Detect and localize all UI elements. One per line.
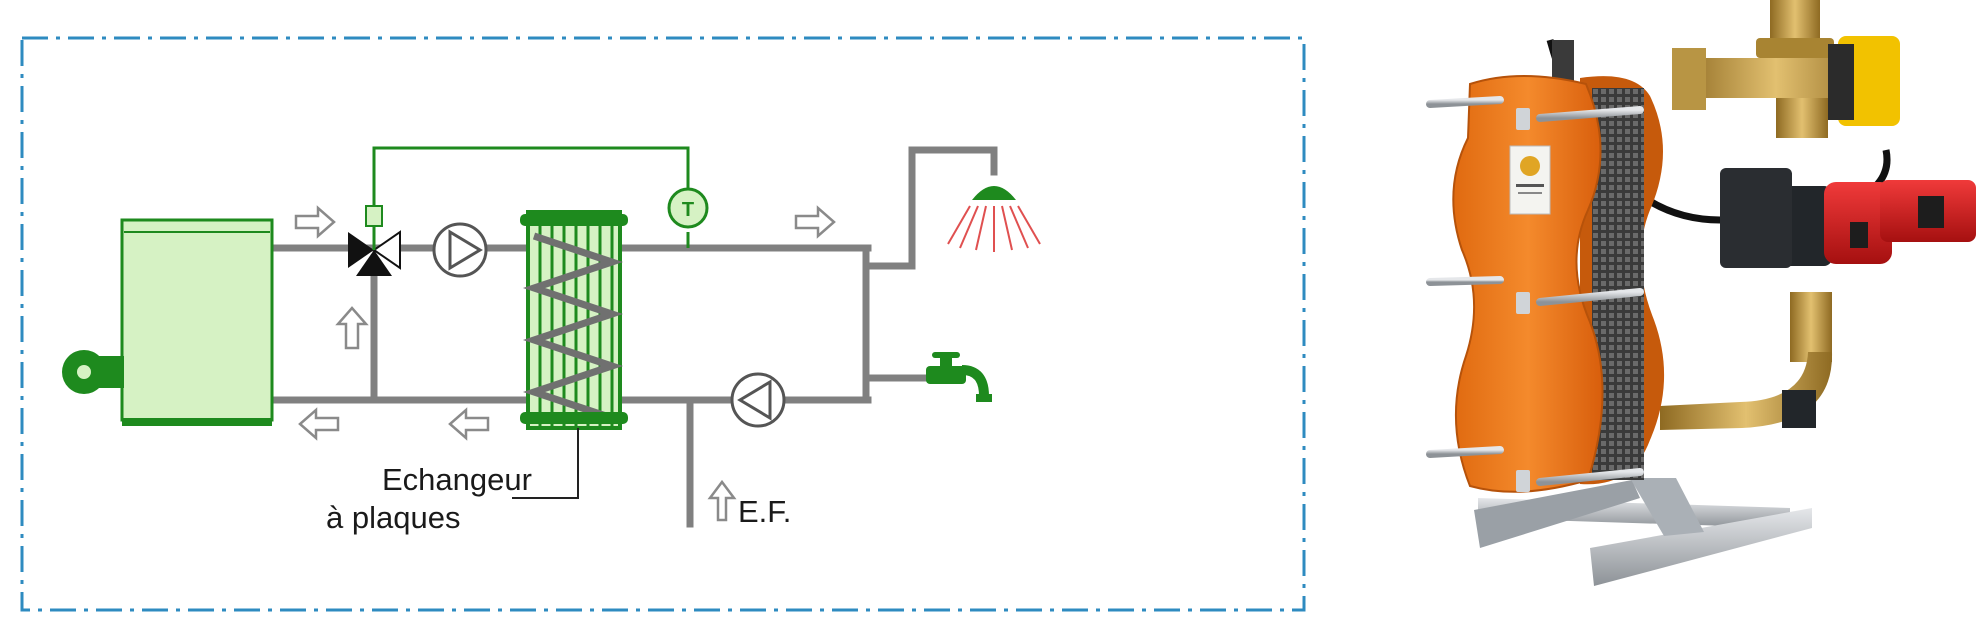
plate-heat-exchanger (520, 210, 628, 430)
burner-icon (62, 350, 124, 394)
boiler (62, 218, 274, 426)
exchanger-label-line2: à plaques (326, 500, 460, 535)
shower-icon (947, 186, 1041, 252)
schematic-diagram: T (20, 36, 1306, 612)
cold-water-label: E.F. (738, 494, 791, 529)
exchanger-callout-line (512, 428, 579, 499)
control-line (372, 146, 690, 206)
three-way-valve-icon (348, 205, 401, 276)
actuator-valve (1828, 36, 1900, 126)
mounting-stand (1474, 478, 1812, 586)
secondary-pump-icon (730, 372, 786, 428)
thermostat-icon: T (667, 187, 709, 248)
faucet-icon (926, 352, 992, 402)
product-photo (1426, 0, 1976, 586)
flow-arrow-right-icon (294, 205, 336, 239)
flow-arrow-right-icon (794, 205, 836, 239)
flow-arrow-up-icon (707, 479, 737, 522)
circulation-pump (1720, 168, 1976, 268)
diagram-frame (20, 36, 1306, 612)
flow-arrow-left-icon (448, 407, 490, 441)
primary-pump-icon (432, 222, 488, 278)
brand-label (1509, 145, 1551, 215)
exchanger-label-line1: Echangeur (382, 462, 532, 497)
plate-pack (1552, 40, 1665, 485)
brass-piping (1660, 0, 1876, 430)
thermostat-symbol: T (682, 199, 694, 221)
flow-arrow-left-icon (298, 407, 340, 441)
tie-rods (1426, 96, 1644, 486)
flow-arrow-up-icon (335, 306, 369, 350)
